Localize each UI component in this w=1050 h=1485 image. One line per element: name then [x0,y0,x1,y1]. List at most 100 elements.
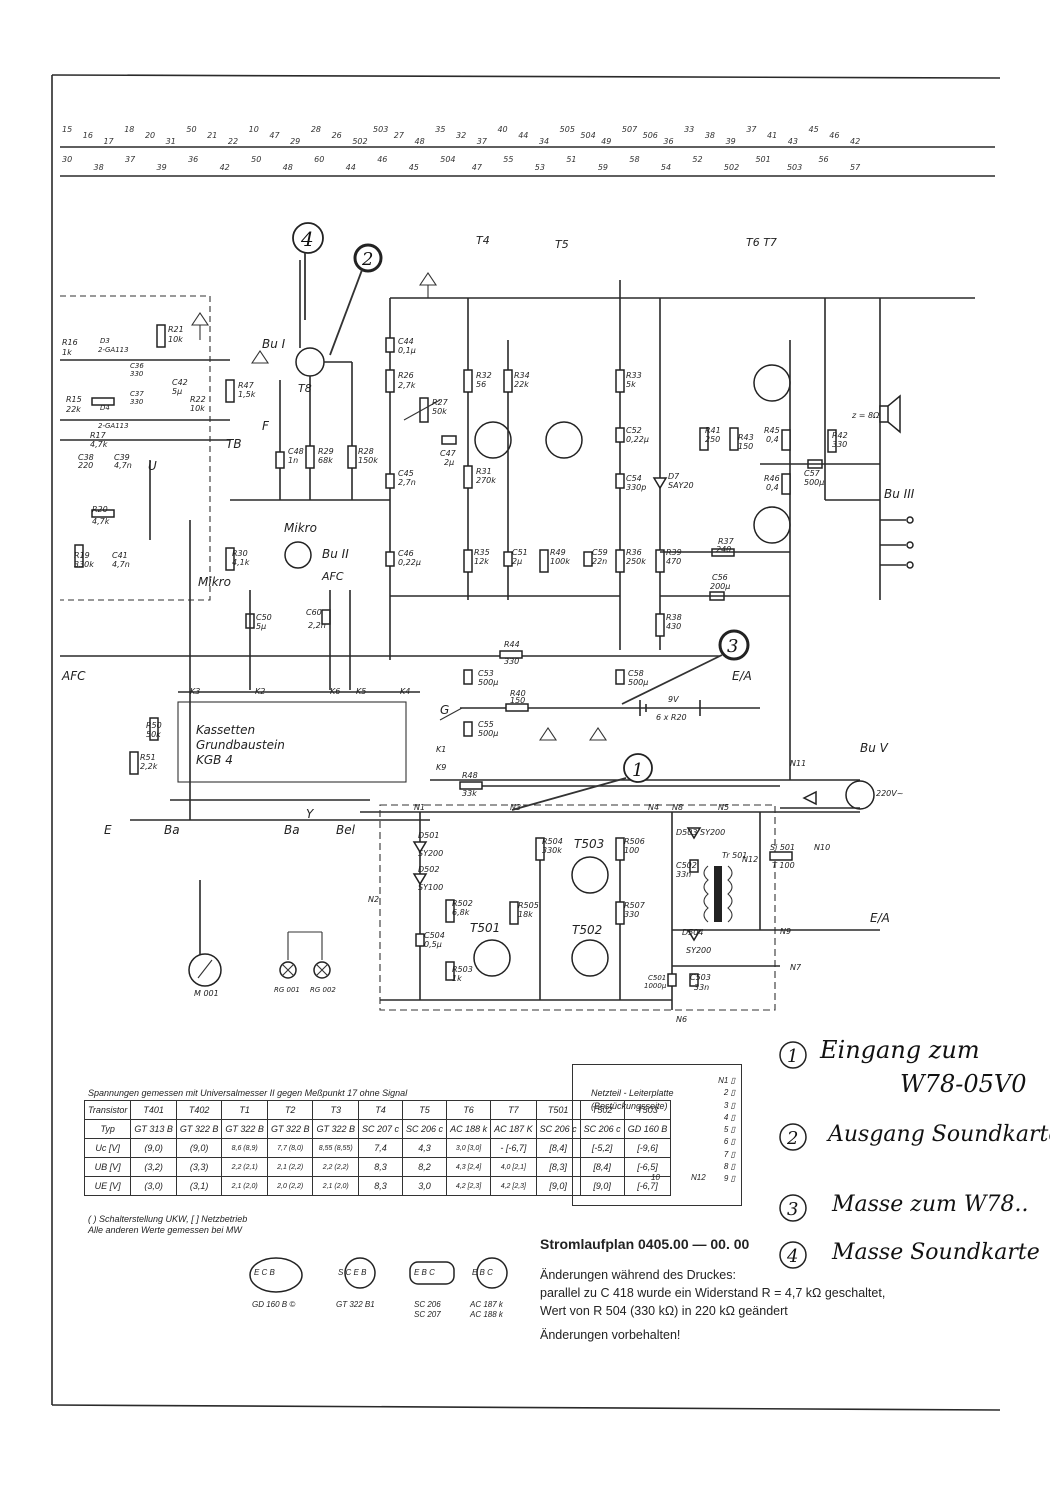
speaker-icon [879,394,901,434]
table-cell: (3,1) [175,1176,223,1196]
label-r503: R503 [452,965,473,974]
value-c47: 2μ [444,458,454,467]
label-t502: T502 [572,923,602,937]
transistor-t7 [753,506,791,544]
table-cell: [9,0] [535,1176,581,1196]
netzteil-pin: 6 ▯ [723,1137,735,1147]
changes-line-1: Änderungen während des Druckes: [540,1268,736,1282]
table-cell: GT 322 B [175,1119,223,1139]
package-sc206-icon [409,1261,455,1285]
diode-d7 [652,477,668,490]
package-name-alt: SC 207 [414,1310,441,1319]
label-d502: D502 [418,865,439,874]
table-cell: 7,7 (8,0) [266,1138,314,1158]
label-c39: C39 [114,453,130,462]
table-header-cell: T401 [130,1100,177,1120]
bus-label: 18 [124,125,134,134]
table-header-cell: T5 [402,1100,448,1120]
hand-circle-2-num: 2 [361,249,373,270]
bus-label: 506 [643,131,658,140]
bus-label: 59 [598,163,608,172]
bus-label: 26 [332,131,342,140]
value-c41: 4,7n [112,560,130,569]
capacitor-c45 [385,473,395,489]
value-r34: 22k [514,380,529,389]
zener-diode-d502 [412,873,428,886]
bus-label: 41 [767,131,777,140]
bus-label: 32 [456,131,466,140]
table-cell: 2,1 (2,2) [266,1157,314,1177]
capacitor-c58 [615,669,625,685]
label-c46: C46 [398,549,414,558]
label-c60: C60 [306,608,322,617]
label-bu1: Bu I [262,337,286,351]
bus-label: 504 [440,155,455,164]
package-name: GD 160 B © [252,1300,296,1309]
netzteil-pin: 5 ▯ [723,1125,735,1135]
label-d501: D501 [418,831,439,840]
value-r15: 22k [66,405,81,414]
value-d4: 2-GA113 [98,422,129,430]
table-cell: GT 322 B [221,1119,268,1139]
table-cell: GT 322 B [312,1119,359,1139]
value-c53: 500μ [478,678,498,687]
bus-label: 20 [145,131,155,140]
table-cell: GT 313 B [130,1119,177,1139]
value-r506: 100 [624,846,639,855]
n-label: N3 [510,803,521,812]
table-cell: SC 206 c [402,1119,448,1139]
hand-circle-4 [292,222,324,254]
bus-label: 15 [62,125,72,134]
label-mikro-switch: Mikro [198,575,231,589]
bus-label: 58 [629,155,639,164]
label-r46: R46 [764,474,780,483]
label-rg002: RG 002 [310,986,336,994]
value-r21: 10k [168,335,183,344]
label-r38: R38 [666,613,682,622]
label-r16: R16 [62,338,78,347]
table-header-cell: T503 [623,1100,672,1120]
potentiometer-r50 [149,717,159,741]
kgb-title-line2: Grundbaustein [196,738,285,752]
label-r48: R48 [462,771,478,780]
value-r43: 150 [738,442,753,451]
label-r22: R22 [190,395,206,404]
label-battery-count: 6 x R20 [656,713,687,722]
value-r504: 330k [542,846,562,855]
bus-label: 45 [409,163,419,172]
resistor-r505 [509,901,519,925]
transformer-core [714,866,722,922]
hand-circle-1-num: 1 [632,760,643,781]
label-r41: R41 [705,426,721,435]
package-pins: E C B [254,1268,275,1277]
value-r19: 330k [74,560,94,569]
kgb-title-line1: Kassetten [196,723,255,737]
capacitor-c51 [503,551,513,567]
bus-label: 505 [560,125,575,134]
capacitor-c47 [441,435,457,445]
k-label: K6 [330,687,340,696]
label-c42: C42 [172,378,188,387]
label-c504: C504 [424,931,445,940]
transistor-t503 [571,856,609,894]
table-header-cell: T2 [266,1100,314,1120]
bus-label: 38 [94,163,104,172]
label-afc-switch: AFC [321,570,344,583]
package-name: AC 187 k [470,1300,503,1309]
table-cell: 8,55 (8,55) [312,1138,359,1158]
table-cell: UB [V] [83,1157,132,1177]
bus-label: 36 [663,137,673,146]
label-r32: R32 [476,371,492,380]
potentiometer-r49 [539,549,549,573]
bus-label: 47 [472,163,483,172]
label-c37: C37 [130,390,144,398]
table-header-cell: T4 [357,1100,404,1120]
value-r26: 2,7k [398,381,416,390]
value-c45: 2,7n [398,478,416,487]
bus-label: 504 [580,131,595,140]
label-r33: R33 [626,371,642,380]
label-r34: R34 [514,371,530,380]
n-label: N5 [718,803,729,812]
